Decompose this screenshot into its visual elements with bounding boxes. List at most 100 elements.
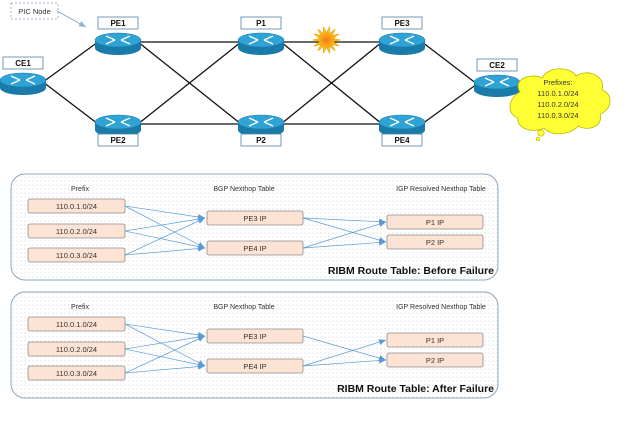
igp-nexthop-entry-label: P2 IP [426, 356, 444, 365]
router-label: PE3 [394, 19, 410, 28]
link-failure-burst-icon [312, 26, 341, 54]
igp-nexthop-entry[interactable]: P1 IP [386, 332, 484, 348]
ribm-table-before: Prefix BGP Nexthop Table IGP Resolved Next… [10, 173, 499, 281]
bgp-to-igp-arrow [302, 217, 387, 225]
router-arrows-icon [248, 35, 274, 45]
prefix-to-bgp-arrow [124, 334, 206, 350]
prefix-entry[interactable]: 110.0.2.0/24 [27, 341, 126, 357]
prefix-to-bgp-arrow [124, 216, 206, 232]
bgp-nexthop-entry-label: PE4 IP [243, 244, 266, 253]
link-PE3-CE2 [421, 41, 478, 85]
router-pe4[interactable]: PE4 [378, 114, 426, 147]
igp-nexthop-entry-label: P2 IP [426, 238, 444, 247]
prefix-entry[interactable]: 110.0.1.0/24 [27, 198, 126, 214]
router-label-box [2, 56, 44, 70]
igp-column-header: IGP Resolved Nexthop Table [396, 304, 486, 311]
router-label: PE4 [394, 136, 410, 145]
router-p2[interactable]: P2 [237, 114, 285, 147]
prefix-to-bgp-arrow [124, 323, 206, 367]
router-ce2[interactable]: CE2 [473, 58, 521, 97]
bgp-nexthop-entry[interactable]: PE4 IP [206, 358, 304, 374]
prefix-to-bgp-arrow [124, 230, 206, 250]
prefix-entry[interactable]: 110.0.2.0/24 [27, 223, 126, 239]
router-label-box [97, 16, 139, 30]
prefix-to-bgp-arrow [124, 245, 206, 256]
link-P2-PE3 [280, 41, 383, 125]
link-CE1-PE2 [42, 81, 99, 125]
bgp-nexthop-entry[interactable]: PE3 IP [206, 210, 304, 226]
prefix-to-bgp-arrow [124, 363, 206, 374]
prefix-to-bgp-arrow [124, 348, 206, 368]
prefix-entry-label: 110.0.2.0/24 [56, 227, 97, 236]
igp-nexthop-entry[interactable]: P2 IP [386, 234, 484, 250]
igp-column-header: IGP Resolved Nexthop Table [396, 186, 486, 193]
router-label-box [476, 58, 518, 72]
prefix-to-bgp-arrow [124, 205, 206, 249]
igp-nexthop-entry-label: P1 IP [426, 336, 444, 345]
router-label: CE1 [15, 59, 31, 68]
prefixes-cloud: Prefixes: 110.0.1.0/24 110.0.2.0/24 110.… [509, 68, 611, 142]
router-pe3[interactable]: PE3 [378, 16, 426, 55]
prefix-entry-label: 110.0.3.0/24 [56, 251, 97, 260]
router-pe1[interactable]: PE1 [94, 16, 142, 55]
resolution-arrows [124, 205, 387, 256]
cloud-prefix: 110.0.2.0/24 [537, 100, 578, 109]
prefix-to-bgp-arrow [124, 217, 206, 256]
table-title: RIBM Route Table: Before Failure [328, 265, 494, 277]
prefix-column-header: Prefix [71, 304, 89, 311]
bgp-to-igp-arrow [302, 335, 387, 361]
prefix-entry-label: 110.0.1.0/24 [56, 320, 97, 329]
prefix-entry[interactable]: 110.0.1.0/24 [27, 316, 126, 332]
prefix-entry-label: 110.0.3.0/24 [56, 369, 97, 378]
router-arrows-icon [105, 117, 131, 127]
bgp-column-header: BGP Nexthop Table [213, 186, 274, 193]
link-PE2-P1 [137, 41, 242, 125]
pic-node-pointer [56, 10, 87, 28]
router-label-box [381, 133, 423, 147]
pic-node-label: PIC Node [18, 7, 51, 16]
router-arrows-icon [105, 35, 131, 45]
router-p1[interactable]: P1 [237, 16, 285, 55]
router-label: PE2 [110, 136, 126, 145]
router-arrows-icon [484, 77, 510, 87]
router-label-box [240, 16, 282, 30]
router-label: PE1 [110, 19, 126, 28]
router-arrows-icon [389, 35, 415, 45]
igp-nexthop-entry[interactable]: P2 IP [386, 352, 484, 368]
bgp-to-igp-arrow [302, 221, 387, 249]
prefix-entry-label: 110.0.2.0/24 [56, 345, 97, 354]
prefix-to-bgp-arrow [124, 323, 206, 338]
bgp-to-igp-arrow [302, 239, 387, 249]
bgp-to-igp-arrow [302, 217, 387, 243]
router-ce1[interactable]: CE1 [0, 56, 47, 95]
links-layer [42, 41, 478, 125]
igp-nexthop-entry[interactable]: P1 IP [386, 214, 484, 230]
router-label: P1 [256, 19, 266, 28]
router-arrows-icon [248, 117, 274, 127]
table-title: RIBM Route Table: After Failure [337, 383, 494, 395]
router-arrows-icon [389, 117, 415, 127]
router-pe2[interactable]: PE2 [94, 114, 142, 147]
prefix-entry-label: 110.0.1.0/24 [56, 202, 97, 211]
link-PE4-CE2 [421, 83, 478, 125]
igp-nexthop-entry-label: P1 IP [426, 218, 444, 227]
bgp-to-igp-arrow [302, 357, 387, 367]
prefix-to-bgp-arrow [124, 335, 206, 374]
cloud-title: Prefixes: [543, 78, 572, 87]
prefix-column-header: Prefix [71, 186, 89, 193]
router-label-box [240, 133, 282, 147]
cloud-prefix: 110.0.3.0/24 [537, 111, 578, 120]
bgp-nexthop-entry[interactable]: PE4 IP [206, 240, 304, 256]
cloud-prefix: 110.0.1.0/24 [537, 89, 578, 98]
router-label: P2 [256, 136, 266, 145]
router-label-box [97, 133, 139, 147]
prefix-entry[interactable]: 110.0.3.0/24 [27, 247, 126, 263]
bgp-nexthop-entry[interactable]: PE3 IP [206, 328, 304, 344]
prefix-entry[interactable]: 110.0.3.0/24 [27, 365, 126, 381]
router-label-box [381, 16, 423, 30]
bgp-nexthop-entry-label: PE3 IP [243, 332, 266, 341]
